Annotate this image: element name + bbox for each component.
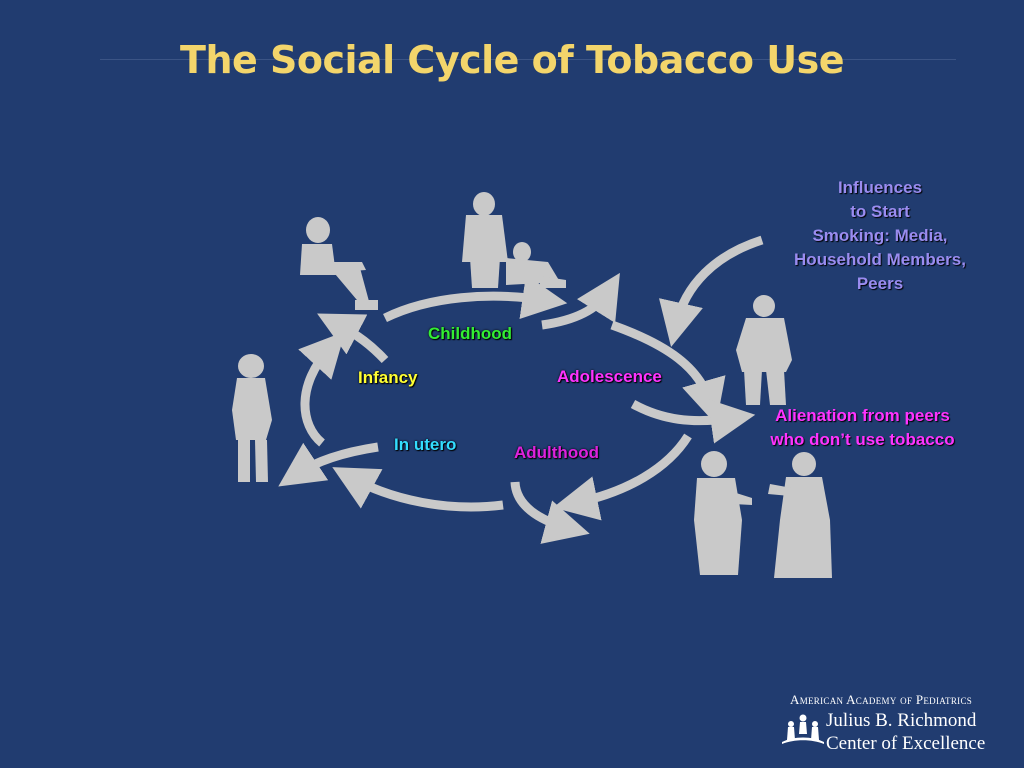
title-rule bbox=[100, 59, 956, 60]
logo-org-name: American Academy of Pediatrics bbox=[790, 692, 973, 707]
influences-note: Influences to Start Smoking: Media, Hous… bbox=[770, 176, 990, 296]
seated-child-figure bbox=[300, 217, 378, 310]
toddler-figure bbox=[232, 354, 272, 482]
arrow-left-up bbox=[298, 331, 346, 447]
adults-talking-figure bbox=[694, 451, 832, 578]
arrow-influences bbox=[659, 235, 764, 347]
alienation-line: Alienation from peers bbox=[775, 406, 950, 425]
arrow-bottom bbox=[332, 467, 504, 512]
cycle-arrows bbox=[278, 235, 764, 544]
arrow-childhood-to-adolescence bbox=[541, 272, 620, 330]
stage-adolescence: Adolescence bbox=[557, 367, 662, 386]
arrow-adulthood-right bbox=[552, 433, 692, 521]
influences-line: Peers bbox=[856, 274, 904, 293]
alienation-line: who don’t use tobacco bbox=[770, 430, 955, 449]
stage-in-utero: In utero bbox=[394, 435, 457, 454]
arrow-childhood-top bbox=[383, 274, 568, 323]
adult-with-child-figure bbox=[462, 192, 566, 288]
slide-title: The Social Cycle of Tobacco Use bbox=[180, 38, 844, 82]
influences-line: Influences bbox=[837, 178, 923, 197]
influences-line: Smoking: Media, bbox=[812, 226, 948, 245]
arrow-adolescence-to-alienation bbox=[630, 398, 756, 444]
logo-line-1: Julius B. Richmond bbox=[826, 710, 977, 731]
family-icon bbox=[782, 714, 824, 744]
logo-line-2: Center of Excellence bbox=[826, 733, 986, 754]
stage-childhood: Childhood bbox=[428, 324, 513, 343]
stage-adulthood: Adulthood bbox=[514, 443, 599, 462]
teen-figure bbox=[736, 295, 792, 405]
stage-infancy: Infancy bbox=[358, 368, 418, 387]
alienation-note: Alienation from peers who don’t use toba… bbox=[740, 404, 985, 452]
influences-line: to Start bbox=[850, 202, 910, 221]
arrow-adulthood-down bbox=[510, 481, 590, 544]
silhouettes bbox=[232, 192, 832, 578]
arrow-adolescence-down bbox=[610, 320, 726, 425]
influences-line: Household Members, bbox=[794, 250, 966, 269]
arrow-in-utero-left bbox=[278, 442, 379, 487]
arrow-infancy-up bbox=[317, 313, 389, 364]
